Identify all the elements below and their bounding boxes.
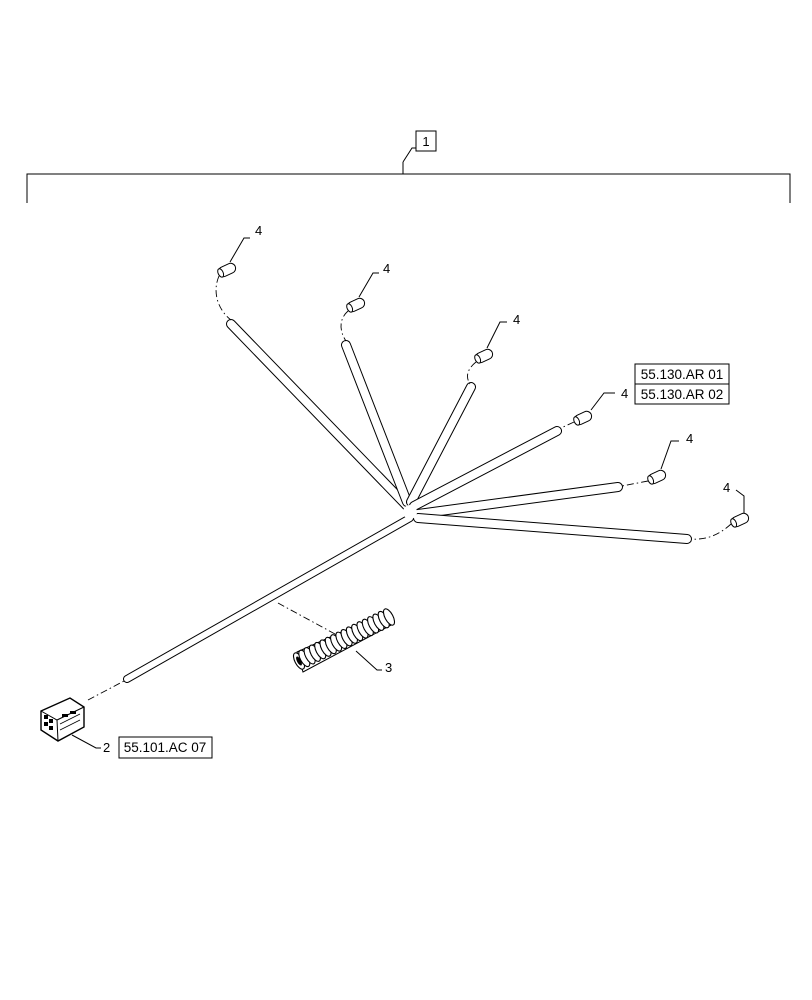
connector-callout: 2 (103, 740, 110, 755)
terminal-pin-1 (217, 262, 237, 278)
terminal-callout-5: 4 (686, 431, 693, 446)
corrugated-conduit (292, 608, 396, 673)
assembly-bracket: 1 (26, 130, 791, 203)
terminal-reference-2[interactable]: 55.130.AR 02 (641, 387, 724, 402)
reference-box-terminals[interactable]: 55.130.AR 01 55.130.AR 02 (634, 363, 730, 405)
terminal-pin-6 (730, 512, 750, 528)
terminal-pin-5 (647, 469, 667, 485)
connector-body (40, 697, 85, 742)
callout-labels: 4 4 4 4 4 4 3 2 (103, 223, 730, 755)
conduit-bore (296, 656, 302, 666)
assembly-callout-number: 1 (422, 134, 429, 149)
terminal-pin-4 (573, 410, 593, 426)
terminal-reference-1[interactable]: 55.130.AR 01 (641, 367, 724, 382)
terminal-callout-4: 4 (621, 386, 628, 401)
conduit-ring (382, 608, 396, 626)
callout-leaders (71, 237, 745, 749)
harness-branches (123, 319, 692, 683)
terminal-callout-2: 4 (383, 261, 390, 276)
phantom-lines (87, 275, 732, 701)
connector-reference[interactable]: 55.101.AC 07 (124, 740, 207, 755)
terminal-pins (217, 262, 750, 528)
terminal-pin-3 (474, 348, 494, 364)
terminal-callout-1: 4 (255, 223, 262, 238)
terminal-callout-6: 4 (723, 480, 730, 495)
terminal-pin-2 (346, 297, 366, 313)
terminal-callout-3: 4 (513, 312, 520, 327)
reference-box-connector[interactable]: 55.101.AC 07 (118, 736, 213, 759)
conduit-callout: 3 (385, 660, 392, 675)
